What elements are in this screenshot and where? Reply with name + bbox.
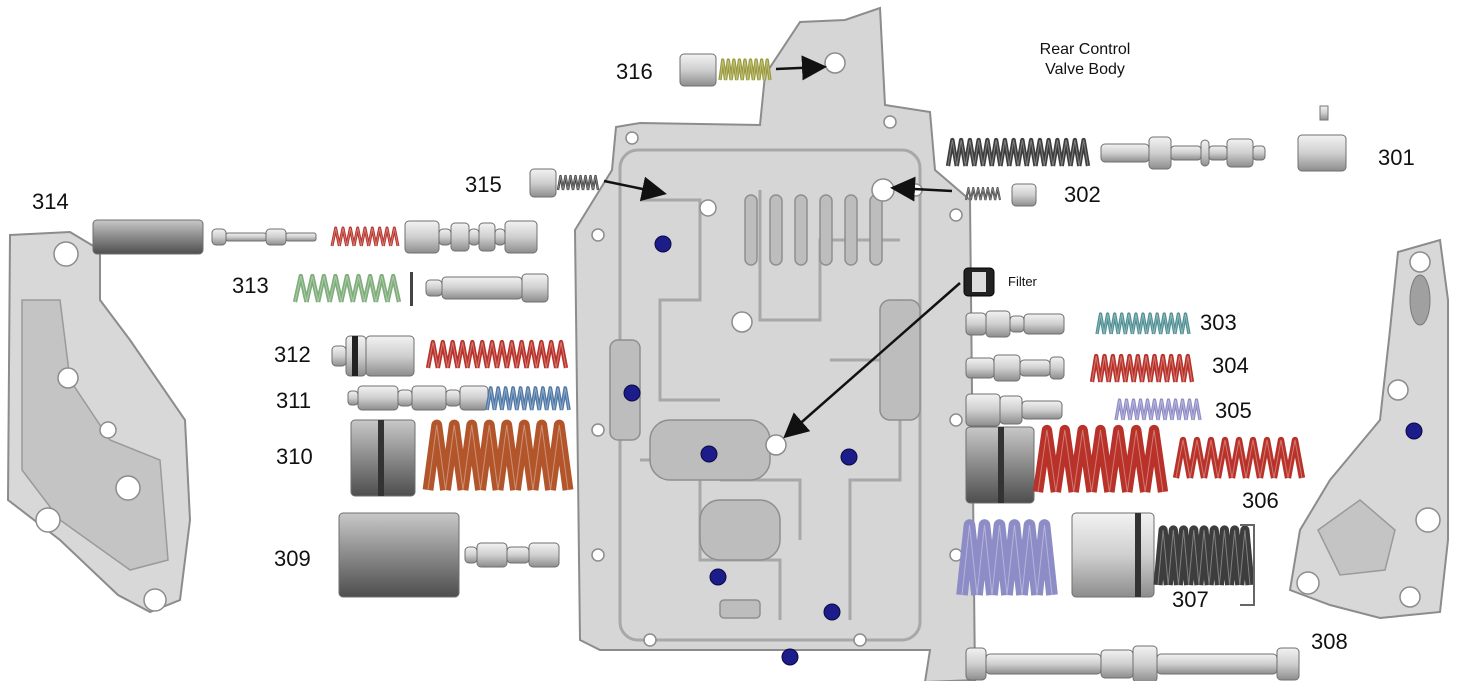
label-305: 305 — [1215, 398, 1252, 423]
label-312: 312 — [274, 342, 311, 367]
label-307: 307 — [1172, 587, 1209, 612]
label-315: 315 — [465, 172, 502, 197]
valve-314-spool — [211, 228, 317, 246]
label-314: 314 — [32, 189, 69, 214]
label-302: 302 — [1064, 182, 1101, 207]
diagram-title: Rear Control Valve Body — [1020, 40, 1150, 80]
title-line-1: Rear Control — [1039, 41, 1131, 58]
valve-301-end — [1297, 134, 1347, 172]
spring-307-a — [956, 519, 1058, 596]
valve-309-stem — [464, 542, 560, 568]
valve-303 — [965, 310, 1065, 338]
spring-315 — [556, 174, 600, 191]
filter-label: Filter — [1008, 274, 1037, 289]
spring-303 — [1095, 312, 1191, 335]
valve-310-band — [378, 420, 384, 496]
valve-314-plunger — [404, 220, 538, 254]
valve-312-band — [352, 336, 358, 376]
retainer-313 — [410, 272, 413, 306]
spring-316 — [718, 58, 772, 81]
arrow-315 — [603, 176, 667, 202]
retainer-307 — [1240, 524, 1255, 606]
valve-316 — [679, 53, 717, 87]
spring-314 — [330, 226, 400, 247]
valve-305 — [965, 393, 1063, 427]
label-313: 313 — [232, 273, 269, 298]
valve-304 — [965, 354, 1065, 382]
spring-306-b — [1172, 436, 1306, 479]
label-308: 308 — [1311, 629, 1348, 654]
valve-301 — [1100, 136, 1266, 170]
spring-304 — [1089, 353, 1195, 383]
valve-306-band — [998, 427, 1004, 503]
spring-306-a — [1032, 424, 1169, 493]
right-cover-plate — [1288, 238, 1449, 620]
arrow-316 — [775, 55, 827, 81]
label-316: 316 — [616, 59, 653, 84]
valve-301-pin — [1319, 105, 1329, 121]
valve-307-band — [1135, 513, 1141, 597]
rear-control-valve-body — [573, 6, 977, 681]
title-line-2: Valve Body — [1045, 61, 1125, 78]
left-cover-plate — [6, 230, 192, 614]
label-304: 304 — [1212, 353, 1249, 378]
label-303: 303 — [1200, 310, 1237, 335]
spring-311 — [485, 386, 571, 411]
label-309: 309 — [274, 546, 311, 571]
spring-307-b — [1153, 525, 1255, 586]
valve-312 — [331, 335, 415, 377]
label-306: 306 — [1242, 488, 1279, 513]
spring-302 — [965, 187, 1001, 201]
valve-314-sleeve — [92, 219, 204, 255]
valve-315 — [529, 168, 557, 198]
valve-302 — [1011, 183, 1037, 207]
valve-311 — [347, 385, 489, 411]
valve-309 — [338, 512, 460, 598]
label-301: 301 — [1378, 145, 1415, 170]
spring-301 — [945, 137, 1091, 167]
spring-310 — [422, 419, 574, 491]
arrow-filter — [783, 282, 961, 439]
valve-308 — [965, 645, 1300, 681]
valve-307 — [1071, 512, 1155, 598]
spring-312 — [425, 339, 569, 369]
spring-305 — [1114, 398, 1202, 421]
label-310: 310 — [276, 444, 313, 469]
filter-mesh — [972, 272, 986, 292]
spring-313 — [292, 273, 402, 303]
leader-arrows — [603, 55, 961, 439]
arrow-302 — [890, 176, 953, 202]
valve-313 — [425, 273, 549, 303]
label-311: 311 — [276, 388, 312, 413]
